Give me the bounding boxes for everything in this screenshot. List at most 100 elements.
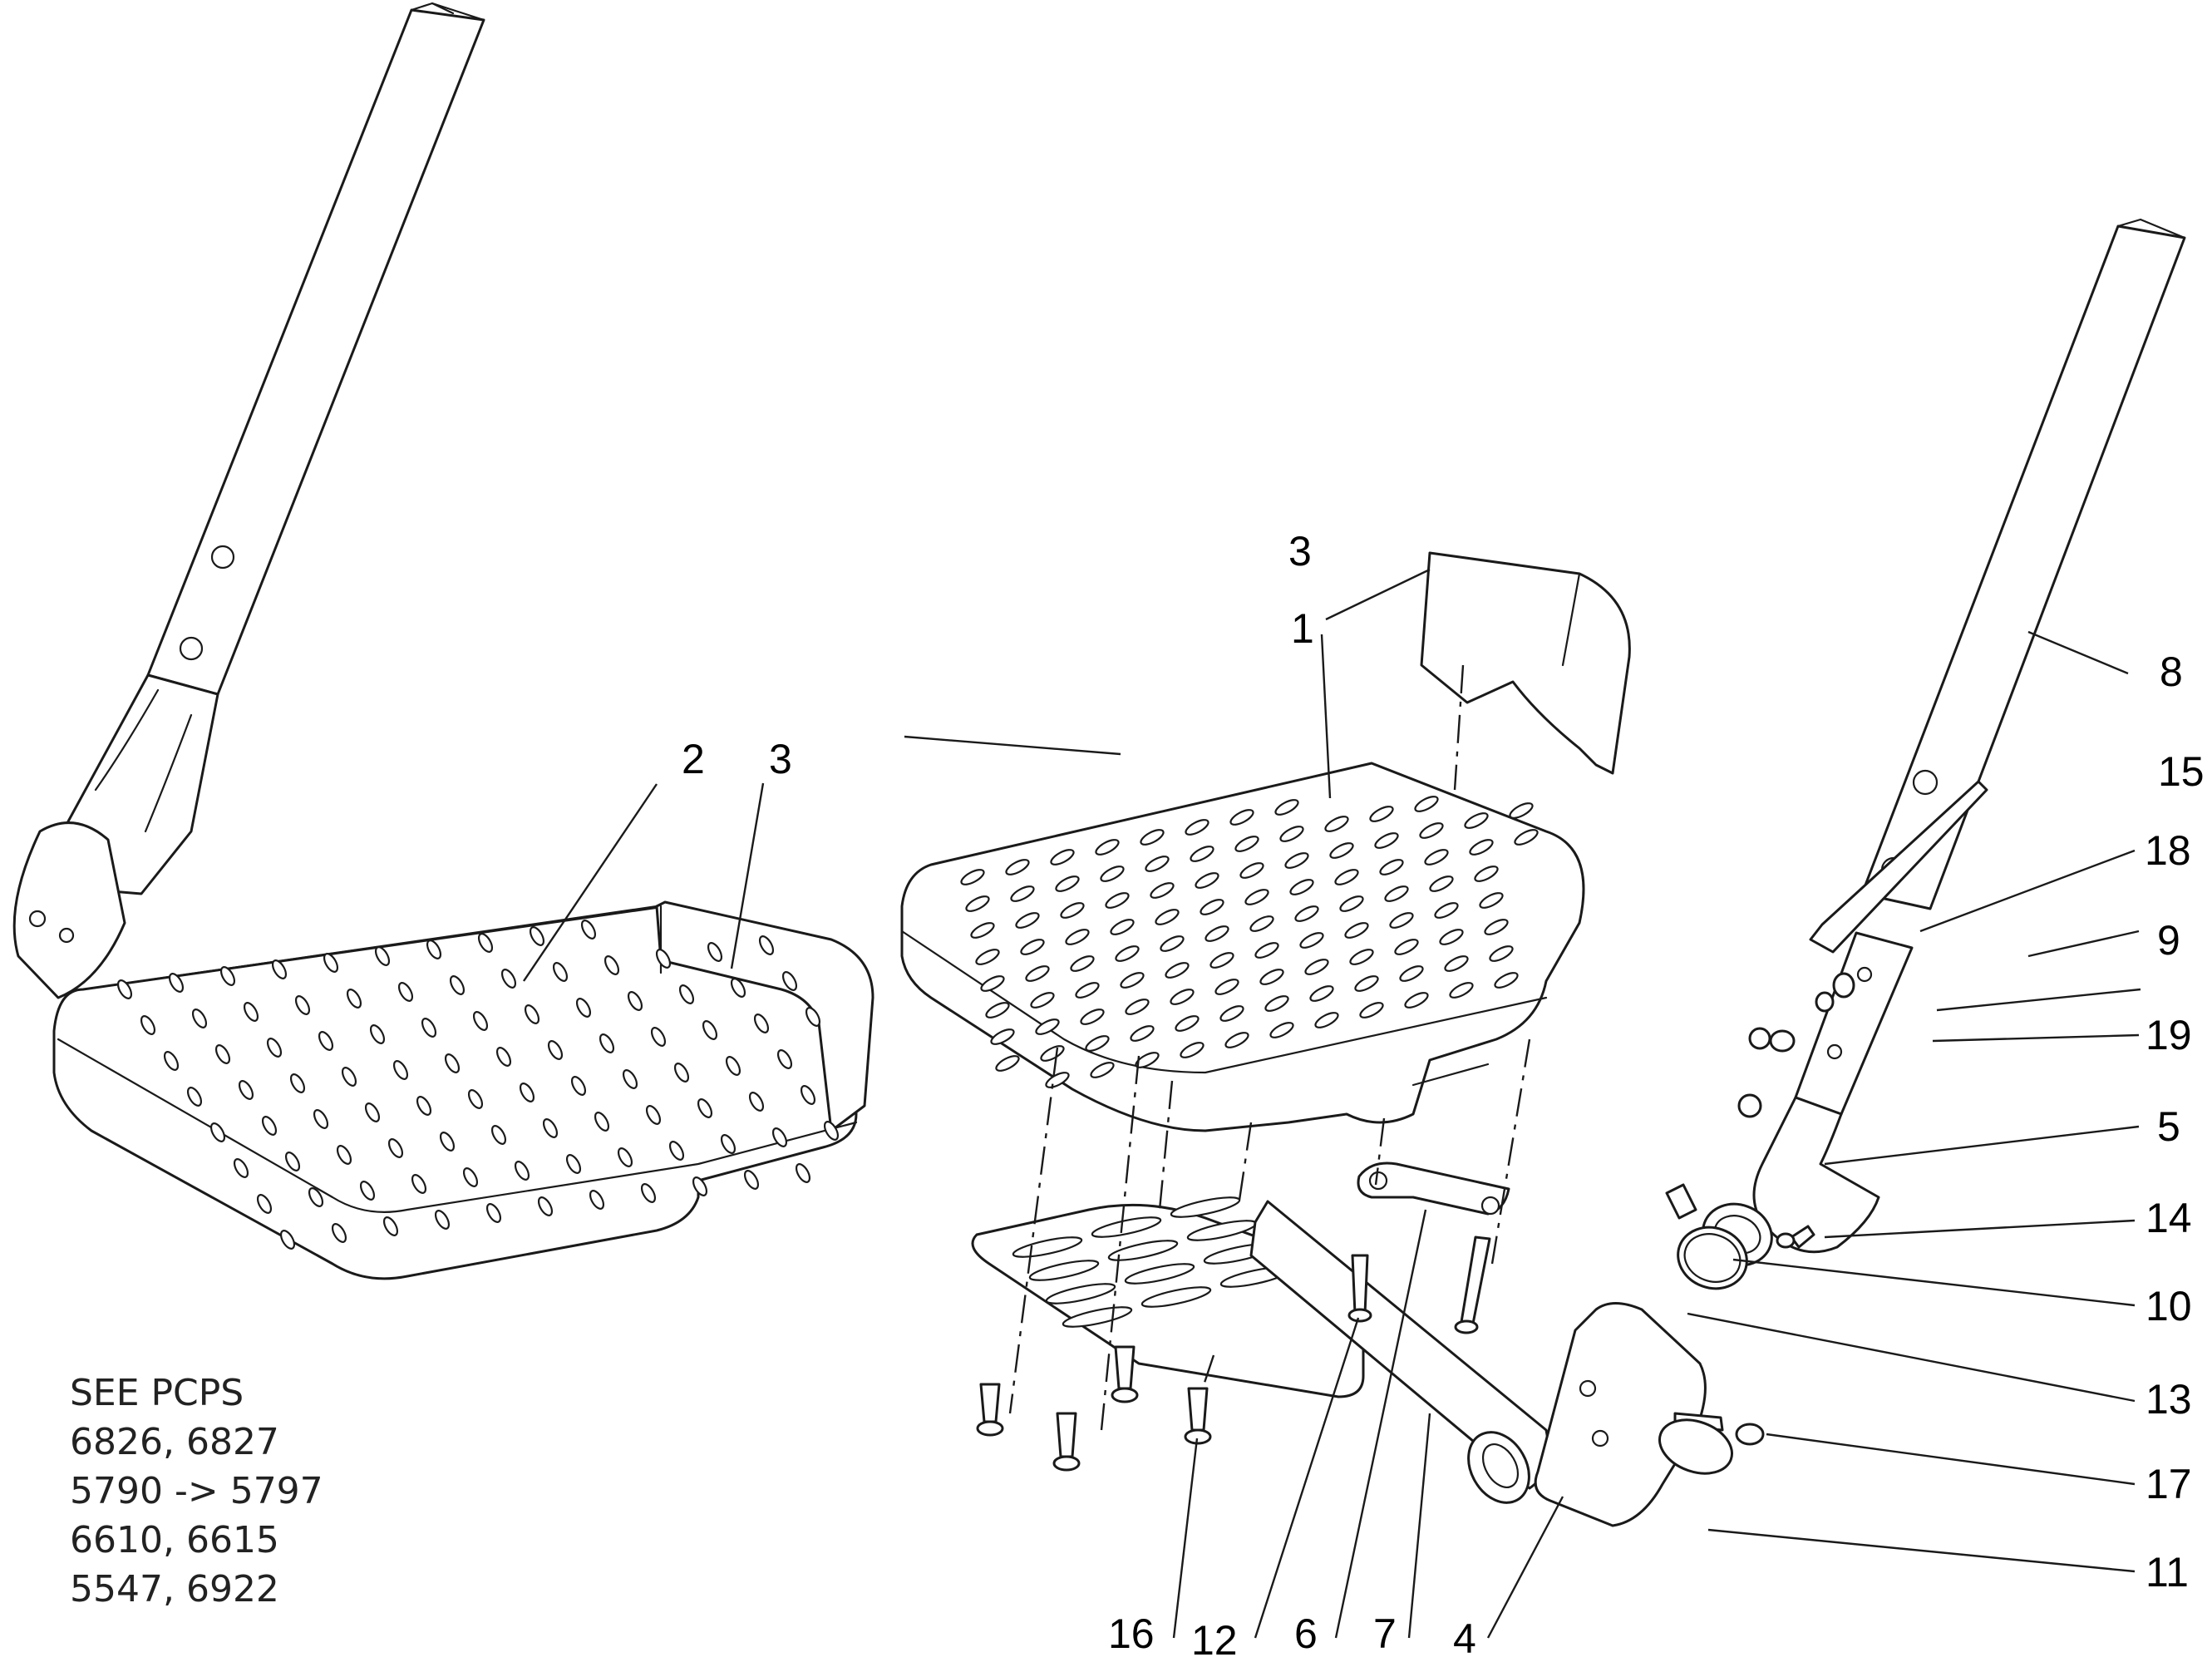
plate-hole	[1269, 1022, 1294, 1038]
plate-hole	[823, 1121, 840, 1141]
plate-hole	[1055, 875, 1080, 892]
plate-hole	[233, 1158, 249, 1178]
plate-hole	[1359, 1002, 1384, 1018]
plate-hole	[730, 978, 746, 998]
plate-hole	[1344, 922, 1369, 939]
left-tube-bolt-upper	[210, 545, 235, 570]
plate-hole	[1180, 1042, 1205, 1058]
plate-hole	[266, 1038, 283, 1058]
plate-hole	[1464, 812, 1489, 829]
plate-hole	[284, 1152, 301, 1171]
left-heel-loop	[655, 900, 874, 1132]
plate-hole	[116, 979, 133, 999]
callout-10: 10	[2145, 1283, 2192, 1329]
plate-hole	[1324, 816, 1349, 832]
note-line: SEE PCPS	[70, 1372, 244, 1414]
washer-part-15	[1769, 1029, 1796, 1053]
plate-hole	[1259, 969, 1284, 985]
plate-hole	[1279, 826, 1304, 842]
left-footrest-assembly	[12, 2, 874, 1280]
plate-hole	[191, 1009, 208, 1028]
plate-hole	[1494, 972, 1519, 989]
plate-hole	[397, 982, 414, 1002]
plate-hole	[743, 1170, 760, 1190]
plate-hole	[163, 1051, 180, 1071]
plate-hole	[1075, 982, 1100, 999]
plate-hole	[219, 966, 236, 986]
pin-12	[1351, 1254, 1369, 1315]
plate-hole	[1489, 945, 1514, 962]
plate-hole	[1514, 829, 1539, 846]
plate-hole	[467, 1089, 484, 1109]
plate-hole	[1294, 905, 1319, 922]
plate-hole	[1145, 856, 1170, 872]
plate-hole	[575, 998, 592, 1018]
plate-hole	[1334, 869, 1359, 885]
plate-hole	[565, 1154, 582, 1174]
plate-hole	[1170, 1196, 1241, 1218]
callout-13: 13	[2145, 1376, 2192, 1423]
plate-hole	[1304, 959, 1329, 975]
plate-hole	[1239, 862, 1264, 879]
plate-hole	[1414, 796, 1439, 812]
callout-8: 8	[2160, 649, 2183, 695]
plate-hole	[1124, 1263, 1195, 1285]
plate-hole	[1424, 849, 1449, 866]
plate-hole	[346, 989, 362, 1009]
plate-hole	[279, 1230, 296, 1250]
plate-hole	[168, 973, 185, 993]
plate-hole	[1394, 939, 1419, 955]
plate-hole	[650, 1027, 667, 1047]
plate-hole	[1105, 892, 1130, 909]
plate-hole	[1070, 955, 1095, 972]
plate-hole	[514, 1161, 530, 1181]
plate-hole	[1090, 1062, 1115, 1078]
bolt-part-18	[1809, 780, 1988, 954]
plate-hole	[781, 971, 798, 991]
note-line: 5790 -> 5797	[70, 1470, 323, 1512]
plate-hole	[1244, 889, 1269, 905]
note-line: 6826, 6827	[70, 1421, 279, 1463]
plate-hole	[645, 1105, 662, 1125]
center-exploded-plate	[900, 551, 1631, 1504]
plate-hole	[331, 1223, 347, 1243]
plate-hole	[1444, 955, 1469, 972]
plate-hole	[1434, 902, 1459, 919]
plate-hole	[1224, 1032, 1249, 1048]
link-part-6	[1357, 1161, 1510, 1216]
plate-hole	[980, 975, 1005, 992]
plate-hole	[1449, 982, 1474, 999]
set-screw-part-13	[1665, 1183, 1697, 1220]
plate-hole	[542, 1118, 559, 1138]
plate-hole	[261, 1116, 278, 1136]
plate-hole	[640, 1183, 657, 1203]
plate-hole	[1050, 849, 1075, 866]
plate-hole	[1165, 962, 1190, 979]
plate-hole	[294, 995, 311, 1015]
plate-hole	[678, 984, 695, 1004]
plate-hole	[421, 1018, 437, 1038]
plate-hole	[186, 1087, 203, 1107]
plate-hole	[364, 1102, 381, 1122]
plate-hole	[411, 1174, 427, 1194]
callout-2: 2	[682, 736, 705, 782]
callout-9: 9	[2157, 917, 2180, 964]
plate-hole	[1369, 806, 1394, 822]
plate-hole	[1185, 819, 1209, 836]
plate-hole	[1264, 995, 1289, 1012]
callout-11: 11	[2145, 1549, 2189, 1595]
callout-5: 5	[2157, 1103, 2180, 1150]
plate-hole	[336, 1145, 352, 1165]
plate-hole	[382, 1216, 399, 1236]
plate-hole	[243, 1002, 259, 1022]
washer-part-9	[1832, 972, 1855, 999]
plate-hole	[238, 1080, 254, 1100]
callout-3-upper: 3	[1288, 528, 1312, 575]
plate-hole	[490, 1125, 507, 1145]
plate-hole	[387, 1138, 404, 1158]
plate-hole	[697, 1098, 713, 1118]
plate-hole	[462, 1167, 479, 1187]
plate-hole	[771, 1127, 788, 1147]
callout-labels: 3 1 2 3 8 15 18 9 19 5 14 10 13 17 11 16…	[682, 528, 2205, 1664]
